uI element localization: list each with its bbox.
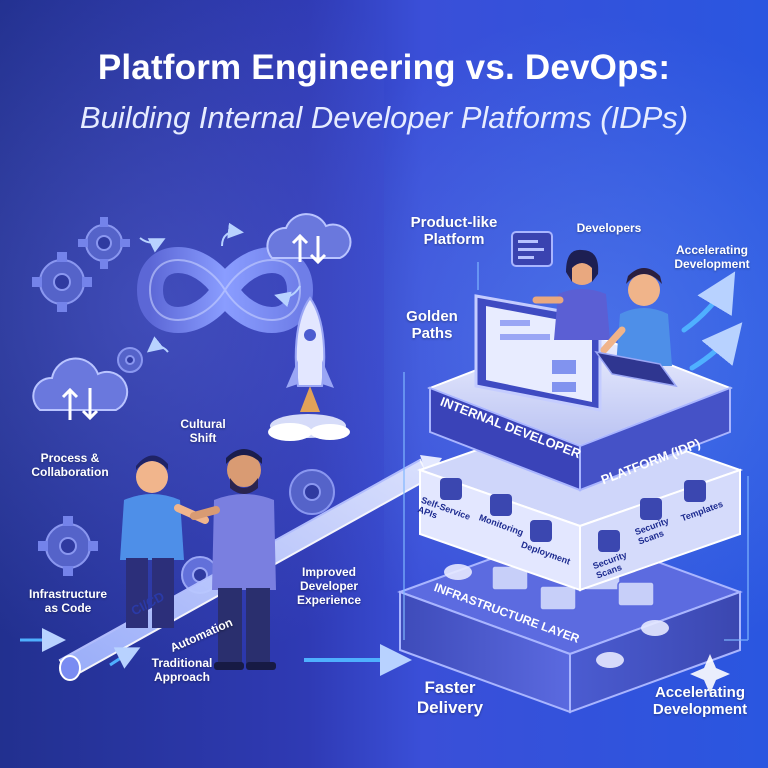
person-developer-woman — [532, 249, 610, 340]
diagram-title: Platform Engineering vs. DevOps: — [97, 48, 671, 87]
person-developer-man — [600, 268, 672, 366]
diagram-subtitle: Building Internal Developer Platforms (I… — [79, 100, 689, 135]
infinity-icon — [137, 247, 313, 333]
gear-icon — [289, 469, 335, 515]
person-developer-right — [190, 449, 276, 670]
person-developer-left — [120, 455, 209, 628]
rocket-icon — [268, 296, 350, 441]
gear-icon — [38, 516, 98, 576]
gear-icon — [32, 252, 92, 312]
label-process-collaboration: Process &Collaboration — [31, 451, 109, 479]
code-bubble-icon — [511, 231, 553, 267]
sparkle-icon — [690, 654, 730, 694]
trend-arrow-icon — [681, 271, 743, 371]
keyboard-icon — [594, 350, 678, 388]
cloud-upload-icon — [266, 213, 352, 265]
gear-icon — [78, 217, 130, 269]
label-developers: Developers — [576, 221, 642, 235]
gear-icon — [117, 347, 143, 373]
cloud-download-icon — [32, 357, 129, 421]
